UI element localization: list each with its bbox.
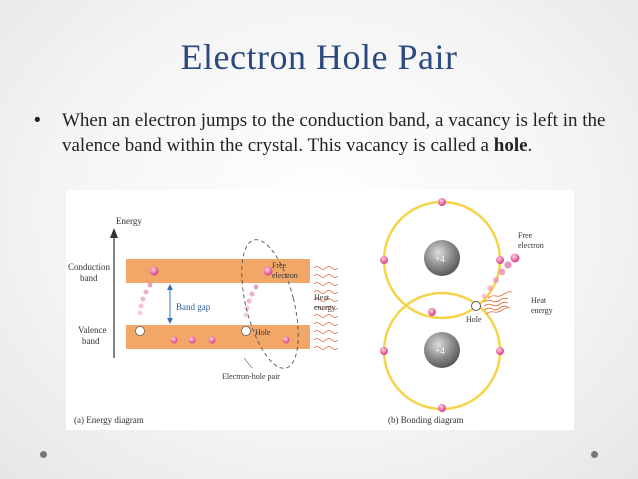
footer-dot-right — [591, 451, 598, 458]
bullet-bold-word: hole — [493, 135, 528, 156]
band-gap-arrow-top — [167, 284, 173, 290]
valence-electron — [170, 336, 178, 344]
energy-heat-waves — [313, 266, 339, 350]
energy-caption: (a) Energy diagram — [74, 415, 144, 425]
orbit-electron — [438, 198, 446, 206]
energy-axis-label: Energy — [116, 216, 142, 226]
valence-hole — [241, 326, 251, 336]
upper-nucleus — [424, 240, 460, 276]
band-gap-label: Band gap — [176, 302, 211, 312]
valence-electron — [208, 336, 216, 344]
free-electron — [510, 253, 520, 263]
bonding-heat-label-1: Heat — [531, 296, 547, 305]
bonding-caption: (b) Bonding diagram — [388, 415, 464, 425]
bullet-marker: • — [34, 110, 41, 131]
bonding-hole-label: Hole — [466, 315, 482, 324]
pair-pointer — [243, 357, 253, 369]
energy-heat-label-1: Heat — [314, 293, 330, 302]
bonding-heat-waves — [483, 291, 513, 315]
upper-nucleus-label: +4 — [435, 254, 445, 264]
energy-free-label-1: Free — [272, 261, 287, 270]
orbit-electron — [438, 404, 446, 412]
energy-free-label-2: electron — [272, 271, 298, 280]
orbit-electron — [496, 347, 504, 355]
energy-axis-arrow — [110, 228, 118, 238]
bond-hole — [471, 301, 481, 311]
conduction-label-2: band — [80, 273, 98, 283]
free-electron-trail — [481, 261, 512, 299]
bullet-text: When an electron jumps to the conduction… — [34, 108, 609, 158]
valence-label-2: band — [82, 336, 100, 346]
bonding-diagram: +4 +4 Hole Free — [380, 198, 553, 425]
lower-nucleus-label: +4 — [435, 346, 445, 356]
valence-hole — [135, 326, 145, 336]
band-gap-arrow-bottom — [167, 318, 173, 324]
bonding-free-label-2: electron — [518, 241, 544, 250]
orbit-electron — [428, 308, 436, 316]
electron-hole-pair-outline — [241, 239, 299, 369]
valence-electron — [188, 336, 196, 344]
electron-jump-trail — [137, 282, 153, 316]
energy-diagram: Energy Conduction band Valence band Band… — [68, 216, 339, 425]
pair-label: Electron-hole pair — [222, 372, 280, 381]
orbit-electron — [496, 256, 504, 264]
valence-band — [126, 325, 310, 349]
orbit-electron — [380, 256, 388, 264]
valence-label-1: Valence — [78, 325, 106, 335]
bullet-end: . — [527, 135, 533, 156]
diagram-figure: Energy Conduction band Valence band Band… — [66, 190, 574, 430]
conduction-electron — [149, 266, 159, 276]
conduction-electron — [263, 266, 273, 276]
conduction-label-1: Conduction — [68, 262, 110, 272]
lower-nucleus — [424, 332, 460, 368]
energy-heat-label-2: energy — [314, 303, 336, 312]
bonding-free-label-1: Free — [518, 231, 533, 240]
bullet-main-text: When an electron jumps to the conduction… — [62, 110, 606, 156]
footer-dot-left — [40, 451, 47, 458]
orbit-electron — [380, 347, 388, 355]
diagram-svg: Energy Conduction band Valence band Band… — [68, 198, 553, 425]
slide-title: Electron Hole Pair — [180, 37, 458, 77]
bullet-point: • When an electron jumps to the conducti… — [34, 108, 609, 158]
electron-jump-trail — [243, 284, 259, 318]
energy-hole-label: Hole — [255, 328, 271, 337]
valence-electron — [282, 336, 290, 344]
bonding-heat-label-2: energy — [531, 306, 553, 315]
